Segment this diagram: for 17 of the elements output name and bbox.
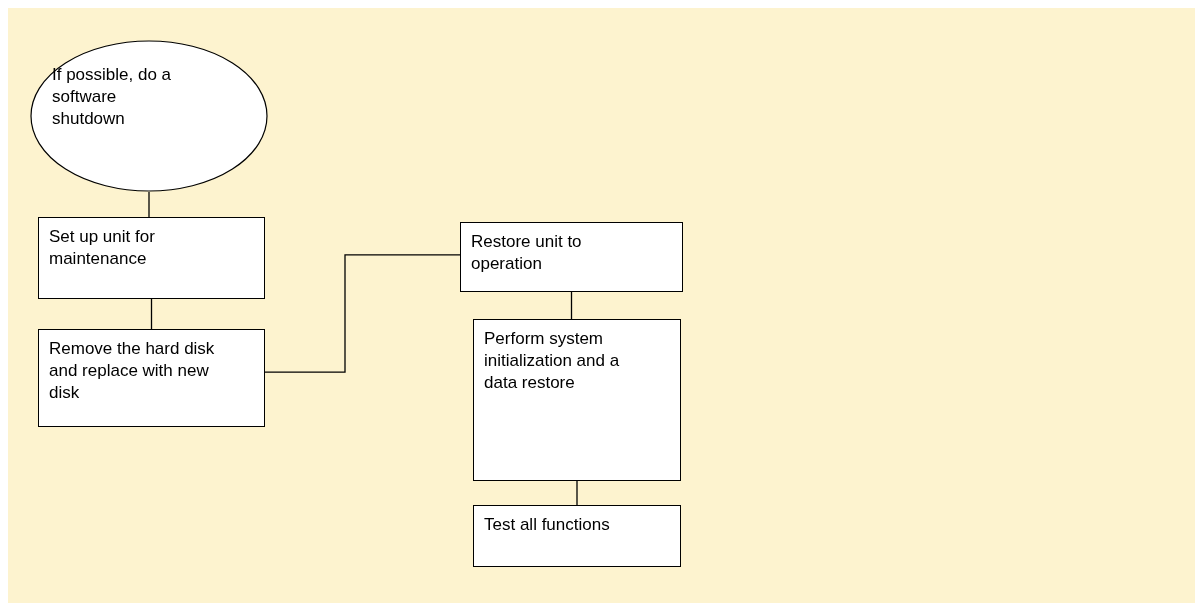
step-text: Set up unit for maintenance: [49, 226, 156, 270]
connector-line: [150, 298, 153, 330]
step-text: If possible, do a software shutdown: [52, 64, 172, 130]
step-text: Remove the hard disk and replace with new disk: [49, 338, 216, 404]
connector-line: [148, 191, 150, 218]
process-box: [38, 329, 265, 427]
step-text: Test all functions: [484, 514, 611, 536]
process-box: [473, 505, 681, 567]
connector-line: [576, 480, 578, 506]
step-text: Perform system initialization and a data restore: [484, 328, 621, 394]
connector-line: [570, 291, 573, 320]
process-box: [473, 319, 681, 481]
process-box: [460, 222, 683, 292]
start-ellipse: [30, 40, 268, 192]
step-text: Restore unit to operation: [471, 231, 583, 275]
connector-line: [264, 254, 461, 373]
process-box: [38, 217, 265, 299]
